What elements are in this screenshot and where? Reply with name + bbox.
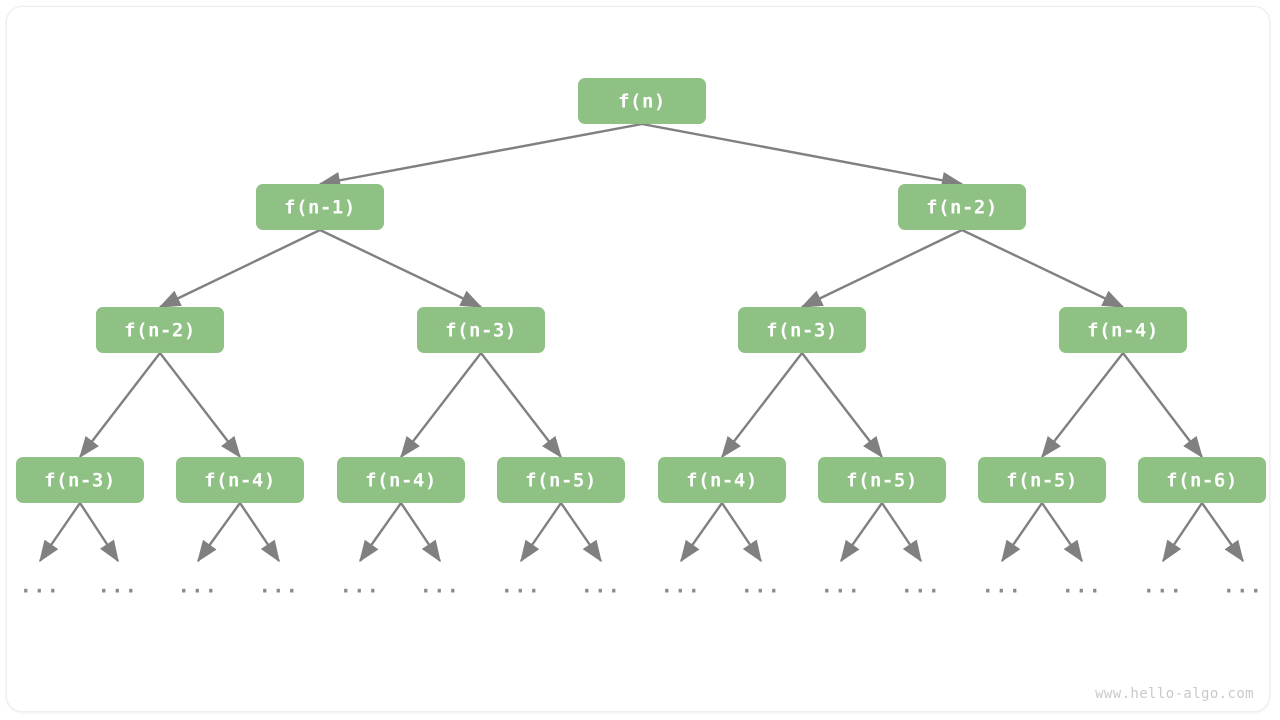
tree-node-box	[16, 457, 144, 503]
tree-node-label: f(n-2)	[926, 197, 998, 219]
tree-edge-leaf	[1001, 502, 1043, 563]
tree-node[interactable]: f(n-4)	[1059, 307, 1187, 353]
ellipsis-mark: ...	[901, 574, 942, 598]
tree-node-label: f(n-5)	[525, 470, 597, 492]
tree-node-box	[978, 457, 1106, 503]
tree-edge-leaf	[881, 502, 922, 563]
nodes-layer: f(n) f(n-1) f(n-2) f(n-2) f(n-3) f(n-3) f(n-4)…	[16, 78, 1266, 503]
tree-node-label: f(n-5)	[846, 470, 918, 492]
tree-node[interactable]: f(n-4)	[176, 457, 304, 503]
tree-node[interactable]: f(n-3)	[417, 307, 545, 353]
tree-edge	[1041, 352, 1124, 459]
tree-node-box	[337, 457, 465, 503]
tree-edge	[79, 352, 161, 459]
tree-node-label: f(n-3)	[445, 320, 517, 342]
tree-edge-leaf	[1041, 502, 1083, 563]
tree-node-label: f(n-4)	[365, 470, 437, 492]
watermark-label: www.hello-algo.com	[1095, 686, 1254, 702]
tree-node[interactable]: f(n-2)	[898, 184, 1026, 230]
ellipsis-mark: ...	[1223, 574, 1264, 598]
ellipsis-mark: ...	[1143, 574, 1184, 598]
tree-node-label: f(n-3)	[766, 320, 838, 342]
tree-node-box	[658, 457, 786, 503]
tree-node[interactable]: f(n-2)	[96, 307, 224, 353]
tree-node-box	[898, 184, 1026, 230]
tree-edge-leaf	[197, 502, 241, 563]
tree-node-label: f(n-3)	[44, 470, 116, 492]
tree-node[interactable]: f(n-5)	[497, 457, 625, 503]
ellipsis-mark: ...	[420, 574, 461, 598]
tree-node-box	[256, 184, 384, 230]
tree-node-box	[497, 457, 625, 503]
tree-node-label: f(n-5)	[1006, 470, 1078, 492]
tree-node[interactable]: f(n-1)	[256, 184, 384, 230]
tree-node-label: f(n-2)	[124, 320, 196, 342]
tree-edge-leaf	[359, 502, 402, 563]
tree-node-box	[578, 78, 706, 124]
tree-edge-leaf	[39, 502, 81, 563]
tree-edge	[1122, 352, 1203, 459]
tree-node-label: f(n-4)	[686, 470, 758, 492]
tree-node-label: f(n-4)	[1087, 320, 1159, 342]
tree-edge-leaf	[721, 502, 762, 563]
ellipsis-mark: ...	[1062, 574, 1103, 598]
tree-node-label: f(n)	[618, 91, 666, 113]
tree-node-box	[1059, 307, 1187, 353]
ellipsis-mark: ...	[259, 574, 300, 598]
ellipsis-mark: ...	[20, 574, 61, 598]
tree-edge	[801, 352, 883, 459]
edges-layer	[39, 122, 1244, 563]
tree-node-box	[176, 457, 304, 503]
tree-edge	[800, 228, 963, 309]
tree-node[interactable]: f(n-4)	[337, 457, 465, 503]
tree-edge	[319, 228, 483, 309]
tree-node[interactable]: f(n-4)	[658, 457, 786, 503]
tree-edge	[158, 228, 321, 309]
tree-edge-leaf	[840, 502, 883, 563]
ellipsis-mark: ...	[98, 574, 139, 598]
tree-node-label: f(n-4)	[204, 470, 276, 492]
tree-edge-leaf	[1201, 502, 1244, 563]
tree-edge-leaf	[680, 502, 723, 563]
tree-node[interactable]: f(n-3)	[738, 307, 866, 353]
tree-edge	[961, 228, 1125, 309]
tree-edge-leaf	[520, 502, 562, 563]
tree-node-label: f(n-6)	[1166, 470, 1238, 492]
tree-edge	[721, 352, 803, 459]
ellipsis-mark: ...	[821, 574, 862, 598]
ellipsis-mark: ...	[178, 574, 219, 598]
tree-edge-leaf	[400, 502, 441, 563]
tree-node-box	[738, 307, 866, 353]
tree-node-box	[96, 307, 224, 353]
tree-node[interactable]: f(n)	[578, 78, 706, 124]
tree-node-box	[1138, 457, 1266, 503]
tree-edge-leaf	[239, 502, 280, 563]
ellipsis-layer: ........................................…	[20, 574, 1264, 598]
tree-edge	[400, 352, 482, 459]
tree-edge-leaf	[1162, 502, 1203, 563]
ellipsis-mark: ...	[661, 574, 702, 598]
ellipsis-mark: ...	[741, 574, 782, 598]
tree-node[interactable]: f(n-3)	[16, 457, 144, 503]
tree-edge	[480, 352, 562, 459]
tree-node-label: f(n-1)	[284, 197, 356, 219]
ellipsis-mark: ...	[501, 574, 542, 598]
tree-node-box	[417, 307, 545, 353]
tree-node[interactable]: f(n-5)	[818, 457, 946, 503]
tree-node[interactable]: f(n-6)	[1138, 457, 1266, 503]
ellipsis-mark: ...	[581, 574, 622, 598]
tree-edge	[318, 122, 643, 189]
ellipsis-mark: ...	[982, 574, 1023, 598]
tree-node[interactable]: f(n-5)	[978, 457, 1106, 503]
tree-edge	[159, 352, 241, 459]
ellipsis-mark: ...	[340, 574, 381, 598]
tree-edge-leaf	[560, 502, 602, 563]
tree-node-box	[818, 457, 946, 503]
tree-edge-leaf	[78, 502, 120, 563]
tree-edge	[641, 122, 964, 189]
